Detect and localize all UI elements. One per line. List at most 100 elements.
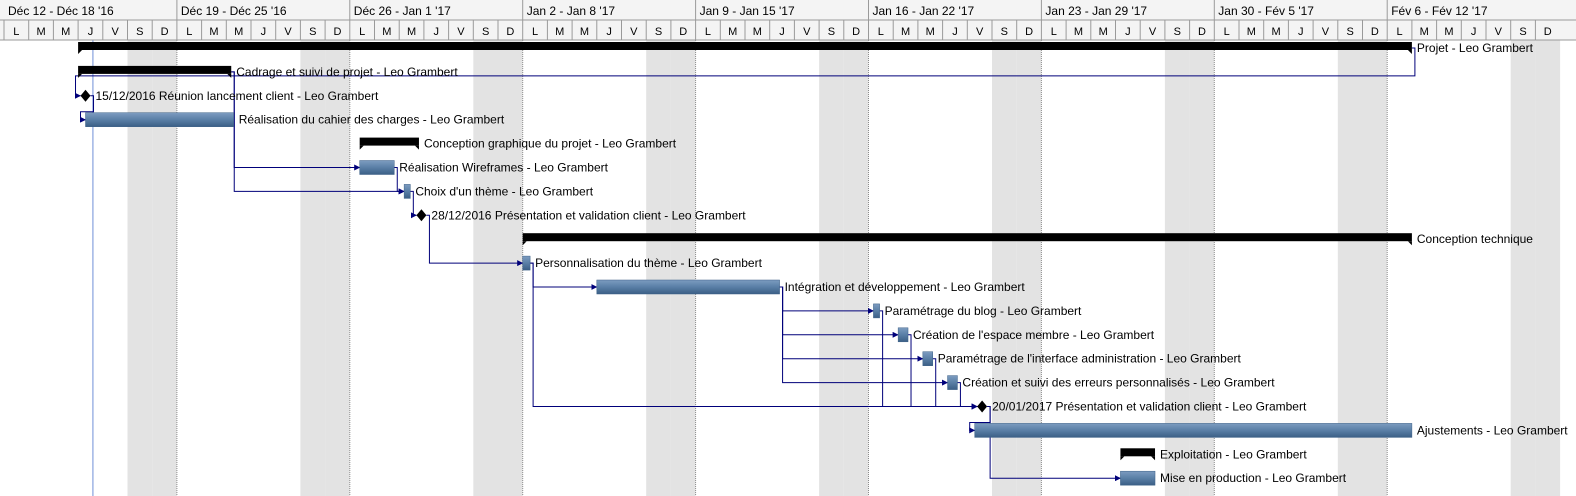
summary-bar bbox=[78, 42, 1412, 50]
weekend-column bbox=[1189, 40, 1215, 496]
task-label: Exploitation - Leo Grambert bbox=[1160, 447, 1307, 461]
day-label: M bbox=[1074, 26, 1083, 38]
day-label: L bbox=[1224, 26, 1230, 38]
day-label: V bbox=[976, 26, 984, 38]
weekend-column bbox=[473, 40, 498, 496]
day-label: V bbox=[1495, 26, 1503, 38]
week-label: Déc 19 - Déc 25 '16 bbox=[181, 4, 287, 18]
dependency-link bbox=[957, 382, 978, 410]
day-label: J bbox=[434, 26, 440, 38]
day-label: S bbox=[1001, 26, 1008, 38]
day-label: L bbox=[13, 26, 19, 38]
day-label: S bbox=[136, 26, 143, 38]
day-label: D bbox=[852, 26, 860, 38]
day-label: M bbox=[555, 26, 564, 38]
day-label: M bbox=[753, 26, 762, 38]
day-label: J bbox=[261, 26, 267, 38]
weekend-column bbox=[1535, 40, 1561, 496]
weekend-column bbox=[1164, 40, 1190, 496]
dependency-link bbox=[410, 190, 417, 219]
day-label: S bbox=[309, 26, 316, 38]
weekend-column bbox=[670, 40, 696, 496]
dependency-link bbox=[80, 95, 95, 123]
task-bar bbox=[359, 160, 395, 175]
day-label: V bbox=[1149, 26, 1157, 38]
day-label: S bbox=[828, 26, 835, 38]
day-label: J bbox=[1298, 26, 1304, 38]
task-bar bbox=[522, 255, 531, 271]
day-label: M bbox=[1099, 26, 1108, 38]
milestone-diamond bbox=[977, 400, 988, 413]
task-label: Projet - Leo Grambert bbox=[1417, 41, 1534, 55]
task-label: Paramétrage de l'interface administratio… bbox=[938, 352, 1242, 366]
dependency-link bbox=[231, 71, 405, 195]
weekend-column bbox=[1337, 40, 1363, 496]
summary-bar-right-cap bbox=[414, 145, 419, 150]
task-bar bbox=[596, 279, 780, 295]
day-label: M bbox=[234, 26, 243, 38]
dependency-links bbox=[75, 47, 1416, 482]
task-label: 28/12/2016 Présentation et validation cl… bbox=[431, 208, 746, 222]
day-label: S bbox=[1519, 26, 1526, 38]
day-label: M bbox=[1444, 26, 1453, 38]
task-bar bbox=[1120, 470, 1156, 486]
day-label: M bbox=[901, 26, 910, 38]
summary-bar-right-cap bbox=[1407, 50, 1412, 54]
dependency-link bbox=[932, 358, 978, 410]
weekend-column bbox=[1362, 40, 1388, 496]
week-label: Déc 26 - Jan 1 '17 bbox=[354, 4, 451, 18]
day-label: L bbox=[705, 26, 711, 38]
task-label: Création et suivi des erreurs personnali… bbox=[962, 376, 1275, 390]
day-label: D bbox=[506, 26, 514, 38]
day-label: V bbox=[803, 26, 811, 38]
task-bar bbox=[85, 112, 234, 127]
day-label: L bbox=[532, 26, 538, 38]
day-label: L bbox=[878, 26, 884, 38]
summary-bar bbox=[1120, 448, 1156, 457]
day-label: M bbox=[209, 26, 218, 38]
day-label: D bbox=[1544, 26, 1552, 38]
day-label: S bbox=[1174, 26, 1181, 38]
day-label: M bbox=[1247, 26, 1256, 38]
day-label: L bbox=[1396, 26, 1402, 38]
day-label: J bbox=[952, 26, 958, 38]
summary-bar-left-cap bbox=[78, 50, 83, 54]
day-label: D bbox=[679, 26, 687, 38]
day-label: J bbox=[779, 26, 785, 38]
task-label: Choix d'un thème - Leo Grambert bbox=[415, 184, 593, 198]
day-label: S bbox=[1346, 26, 1353, 38]
weekend-column bbox=[992, 40, 1017, 496]
task-bar bbox=[897, 327, 909, 343]
day-label: J bbox=[606, 26, 612, 38]
weekend-column bbox=[152, 40, 177, 496]
week-gridlines bbox=[92, 40, 1388, 496]
day-label: L bbox=[359, 26, 365, 38]
summary-bar-left-cap bbox=[522, 241, 527, 246]
summary-bar bbox=[522, 233, 1412, 242]
dependency-link bbox=[779, 286, 949, 386]
task-label: Paramétrage du blog - Leo Grambert bbox=[885, 304, 1082, 318]
day-label: M bbox=[407, 26, 416, 38]
task-label: Réalisation Wireframes - Leo Grambert bbox=[399, 161, 608, 175]
day-label: S bbox=[655, 26, 662, 38]
dependency-link bbox=[987, 406, 1121, 482]
weekend-column bbox=[1510, 40, 1536, 496]
dependency-link bbox=[426, 214, 524, 267]
day-label: D bbox=[1371, 26, 1379, 38]
day-label: S bbox=[482, 26, 489, 38]
day-label: M bbox=[1420, 26, 1429, 38]
day-label: V bbox=[284, 26, 292, 38]
day-label: J bbox=[88, 26, 94, 38]
milestone-diamond bbox=[416, 209, 427, 222]
dependency-link bbox=[75, 47, 1416, 99]
day-label: M bbox=[36, 26, 45, 38]
weekend-column bbox=[325, 40, 350, 496]
summary-bar-right-cap bbox=[1407, 241, 1412, 246]
weekend-column bbox=[1016, 40, 1042, 496]
day-label: D bbox=[1025, 26, 1033, 38]
summary-bar bbox=[78, 65, 232, 74]
weekend-column bbox=[819, 40, 844, 496]
